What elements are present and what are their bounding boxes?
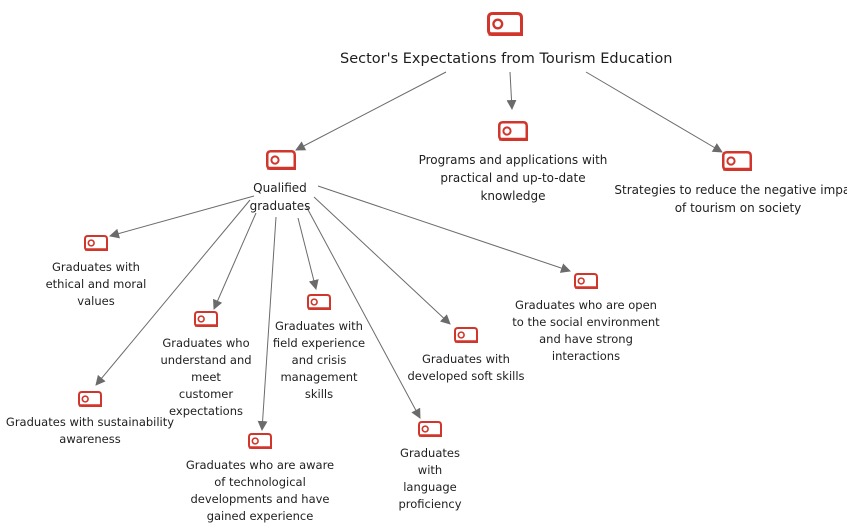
programs-applications-label: Programs and applications with practical… <box>418 153 608 203</box>
sustainability-code-document-icon[interactable] <box>78 391 102 407</box>
edge-qualified-ethical <box>109 195 255 239</box>
programs-code-document-icon[interactable] <box>498 121 528 141</box>
technological-code-document-icon[interactable] <box>248 433 272 449</box>
strategies-code-document-icon[interactable] <box>722 151 752 171</box>
edge-qualified-softskills <box>313 196 451 325</box>
social-code-document-icon[interactable] <box>574 273 598 289</box>
ethical-code-document-icon[interactable] <box>84 235 108 251</box>
edge-qualified-social <box>317 185 571 273</box>
edge-qualified-sustainability <box>95 199 251 386</box>
edge-qualified-customer <box>213 212 257 310</box>
customer-code-document-icon[interactable] <box>194 311 218 327</box>
strategies-label: Strategies to reduce the negative impact… <box>614 183 847 215</box>
qualified-graduates-label: Qualified graduates <box>249 181 311 213</box>
softskills-code-document-icon[interactable] <box>454 327 478 343</box>
edge-qualified-field <box>297 217 319 290</box>
technological-developments-label: Graduates who are aware of technological… <box>185 458 335 523</box>
edge-qualified-language <box>305 205 421 419</box>
edge-root-strategies <box>585 71 723 153</box>
field-experience-label: Graduates with field experience and cris… <box>272 319 366 401</box>
soft-skills-label: Graduates with developed soft skills <box>407 352 525 383</box>
sustainability-label: Graduates with sustainability awareness <box>5 415 175 446</box>
edge-qualified-technological <box>257 216 277 431</box>
field-code-document-icon[interactable] <box>307 294 331 310</box>
root-code-document-icon[interactable] <box>487 12 523 36</box>
language-proficiency-label: Graduates with language proficiency <box>398 446 462 511</box>
root-label: Sector's Expectations from Tourism Educa… <box>340 51 673 67</box>
language-code-document-icon[interactable] <box>418 421 442 437</box>
edge-root-programs <box>506 71 517 110</box>
customer-expectations-label: Graduates who understand and meet custom… <box>160 336 252 418</box>
ethical-values-label: Graduates with ethical and moral values <box>45 260 147 308</box>
edge-root-qualified <box>295 71 447 151</box>
social-environment-label: Graduates who are open to the social env… <box>512 298 660 363</box>
qualified-code-document-icon[interactable] <box>266 150 296 170</box>
